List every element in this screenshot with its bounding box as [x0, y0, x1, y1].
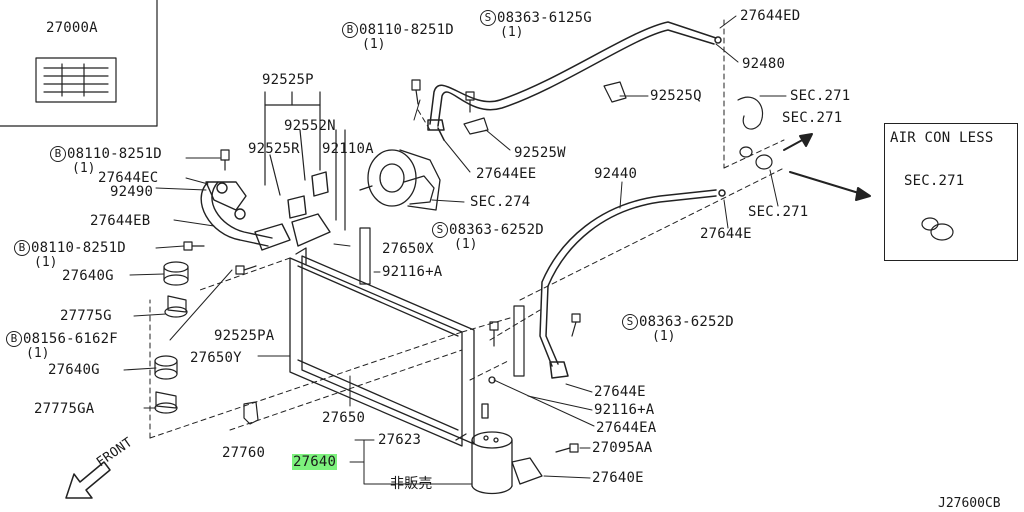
label-27644ED[interactable]: 27644ED [740, 8, 801, 24]
bolt-badge: B [50, 146, 66, 162]
label-27775G[interactable]: 27775G [60, 308, 112, 324]
label-92525Q[interactable]: 92525Q [650, 88, 702, 104]
label-92525R[interactable]: 92525R [248, 141, 300, 157]
clip-92525Q [603, 81, 627, 103]
condenser [289, 247, 475, 447]
label-27640E[interactable]: 27640E [592, 470, 644, 486]
receiver-drier [471, 376, 543, 495]
air-con-less-sec-label[interactable]: SEC.271 [904, 173, 965, 189]
label-27000A[interactable]: 27000A [46, 20, 98, 36]
screw-badge: S [480, 10, 496, 26]
label-92525P[interactable]: 92525P [262, 72, 314, 88]
label-27640G-lower[interactable]: 27640G [48, 362, 100, 378]
label-92525PA[interactable]: 92525PA [214, 328, 275, 344]
side-seal-mid [513, 305, 525, 377]
aircon-less-seal [921, 217, 954, 241]
air-con-less-arrow [789, 171, 871, 201]
screw-qty-1: (1) [500, 25, 524, 40]
label-92116A-top[interactable]: 92116+A [382, 264, 443, 280]
label-SEC271-top[interactable]: SEC.271 [790, 88, 851, 104]
bolt-badge: B [342, 22, 358, 38]
label-92440[interactable]: 92440 [594, 166, 638, 182]
bolt-qty-1: (1) [72, 161, 96, 176]
bolt-qty-3: (1) [362, 37, 386, 52]
label-92525W[interactable]: 92525W [514, 145, 566, 161]
label-27640[interactable]: 27640 [292, 454, 338, 470]
label-SEC271-lower[interactable]: SEC.271 [748, 204, 809, 220]
label-92110A[interactable]: 92110A [322, 141, 374, 157]
bolt-qty-4: (1) [26, 346, 50, 361]
compressor [359, 149, 441, 211]
label-27650Y[interactable]: 27650Y [190, 350, 242, 366]
label-not-for-sale: 非販売 [390, 476, 433, 492]
side-seal-top [359, 227, 371, 285]
screw-badge: S [432, 222, 448, 238]
sec271-arrow [783, 133, 813, 151]
label-27775GA[interactable]: 27775GA [34, 401, 95, 417]
bolt-badge: B [6, 331, 22, 347]
air-con-less-title: AIR CON LESS [890, 130, 994, 146]
label-92116A-mid[interactable]: 92116+A [594, 402, 655, 418]
label-27644EE[interactable]: 27644EE [476, 166, 537, 182]
screw-qty-3: (1) [652, 329, 676, 344]
label-27644E-mid[interactable]: 27644E [594, 384, 646, 400]
label-92480[interactable]: 92480 [742, 56, 786, 72]
bolts-left [183, 79, 581, 453]
screw-badge: S [622, 314, 638, 330]
bolt-qty-2: (1) [34, 255, 58, 270]
sec271-seal [737, 96, 764, 130]
front-arrow-icon [65, 461, 111, 499]
label-SEC271-mid[interactable]: SEC.271 [782, 110, 843, 126]
label-27644EC[interactable]: 27644EC [98, 170, 159, 186]
label-27760[interactable]: 27760 [222, 445, 266, 461]
label-27644E-right[interactable]: 27644E [700, 226, 752, 242]
label-27640G[interactable]: 27640G [62, 268, 114, 284]
hose-92480 [427, 21, 722, 141]
label-27650X[interactable]: 27650X [382, 241, 434, 257]
label-27650[interactable]: 27650 [322, 410, 366, 426]
diagram-reference: J27600CB [938, 496, 1001, 511]
left-hose-assembly [200, 171, 331, 251]
screw-qty-2: (1) [454, 237, 478, 252]
label-27095AA[interactable]: 27095AA [592, 440, 653, 456]
label-SEC274[interactable]: SEC.274 [470, 194, 531, 210]
clip-92525W [463, 117, 489, 135]
mount-rubbers [154, 261, 259, 425]
air-con-less-box [884, 123, 1018, 261]
highlighted-part-27640: 27640 [292, 454, 338, 470]
pipe-92440 [539, 189, 726, 379]
label-27644EB[interactable]: 27644EB [90, 213, 151, 229]
label-27623[interactable]: 27623 [378, 432, 422, 448]
label-92490[interactable]: 92490 [110, 184, 154, 200]
label-92552N[interactable]: 92552N [284, 118, 336, 134]
bolt-badge: B [14, 240, 30, 256]
label-27644EA[interactable]: 27644EA [596, 420, 657, 436]
label-sticker-icon [35, 57, 117, 103]
